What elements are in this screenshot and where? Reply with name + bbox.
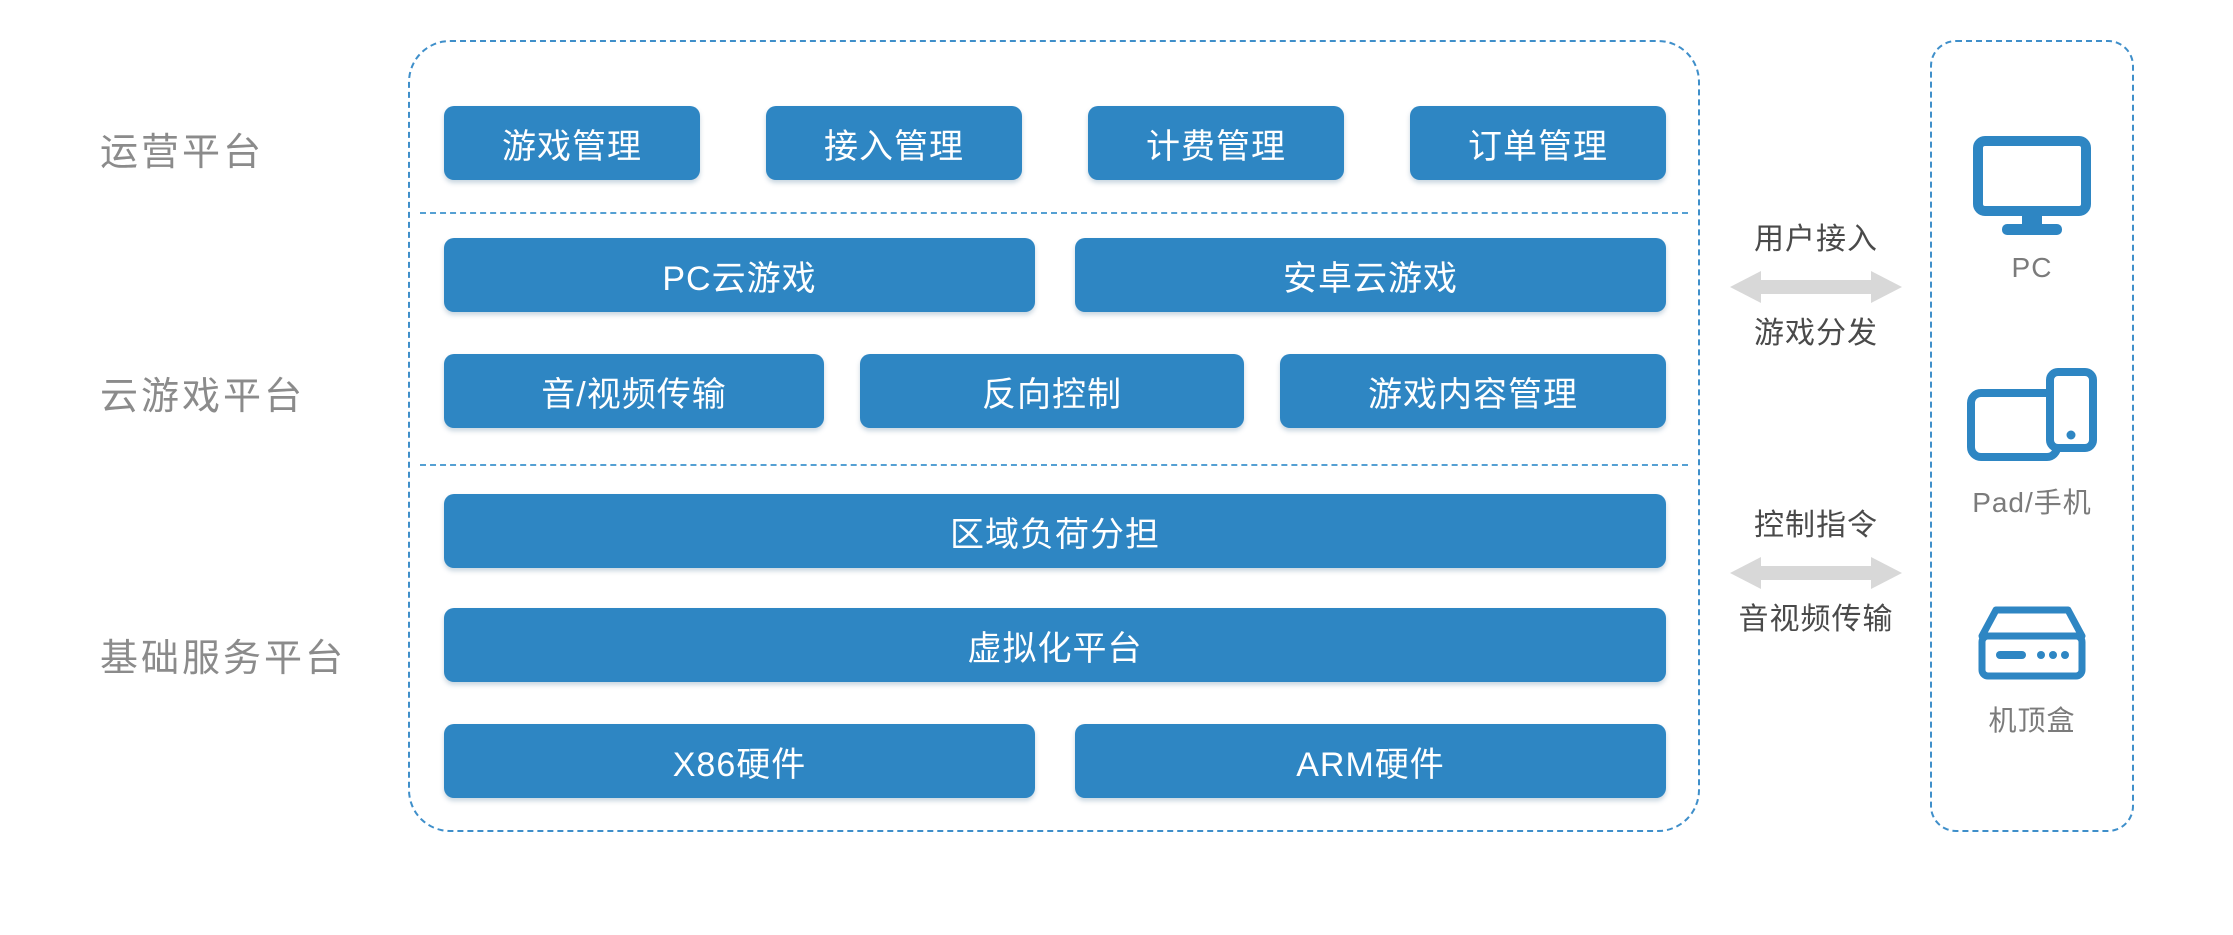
layer-label-operation-platform: 运营平台	[100, 132, 265, 174]
cloud-row-bottom: 音/视频传输 反向控制 游戏内容管理	[444, 354, 1666, 428]
arrow-top-label: 控制指令	[1754, 509, 1878, 542]
box-access-mgmt: 接入管理	[766, 106, 1022, 180]
operation-row: 游戏管理 接入管理 计费管理 订单管理	[444, 106, 1666, 180]
base-row-2: 虚拟化平台	[444, 608, 1666, 682]
layer-label-base-service-platform: 基础服务平台	[100, 638, 347, 680]
box-av-transmission: 音/视频传输	[444, 354, 824, 428]
device-pad-phone: Pad/手机	[1966, 367, 2098, 521]
box-game-mgmt: 游戏管理	[444, 106, 700, 180]
base-row-3: X86硬件 ARM硬件	[444, 724, 1666, 798]
base-row-1: 区域负荷分担	[444, 494, 1666, 568]
device-label: PC	[2011, 251, 2053, 283]
box-android-cloud-game: 安卓云游戏	[1075, 238, 1666, 312]
cloud-row-top: PC云游戏 安卓云游戏	[444, 238, 1666, 312]
devices-frame: PC Pad/手机 机顶盒	[1930, 40, 2134, 832]
main-architecture-frame: 游戏管理 接入管理 计费管理 订单管理 PC云游戏 安卓云游戏 音/视频传输 反…	[408, 40, 1700, 832]
settop-box-icon	[1978, 606, 2086, 679]
box-pc-cloud-game: PC云游戏	[444, 238, 1035, 312]
box-x86-hardware: X86硬件	[444, 724, 1035, 798]
double-arrow-icon	[1730, 557, 1902, 589]
box-region-load-balance: 区域负荷分担	[444, 494, 1666, 568]
box-order-mgmt: 订单管理	[1410, 106, 1666, 180]
arrow-top-label: 用户接入	[1754, 223, 1878, 256]
double-arrow-icon	[1730, 271, 1902, 303]
separator-cloud-base	[420, 464, 1688, 466]
arrow-bottom-label: 音视频传输	[1738, 603, 1894, 636]
tablet-phone-icon	[1967, 368, 2097, 461]
arrow-group-user-access: 用户接入 游戏分发	[1706, 220, 1926, 354]
device-settop-box: 机顶盒	[1971, 605, 2093, 739]
device-pc: PC	[1971, 134, 2093, 284]
box-reverse-control: 反向控制	[860, 354, 1244, 428]
separator-operation-cloud	[420, 212, 1688, 214]
box-virtualization-platform: 虚拟化平台	[444, 608, 1666, 682]
pc-icon	[1973, 135, 2091, 235]
arrow-bottom-label: 游戏分发	[1754, 317, 1878, 350]
device-label: 机顶盒	[1988, 704, 2076, 736]
device-label: Pad/手机	[1972, 487, 2092, 518]
box-billing-mgmt: 计费管理	[1088, 106, 1344, 180]
layer-label-cloud-game-platform: 云游戏平台	[100, 376, 306, 418]
box-arm-hardware: ARM硬件	[1075, 724, 1666, 798]
box-game-content-mgmt: 游戏内容管理	[1280, 354, 1666, 428]
arrow-group-control: 控制指令 音视频传输	[1706, 506, 1926, 640]
